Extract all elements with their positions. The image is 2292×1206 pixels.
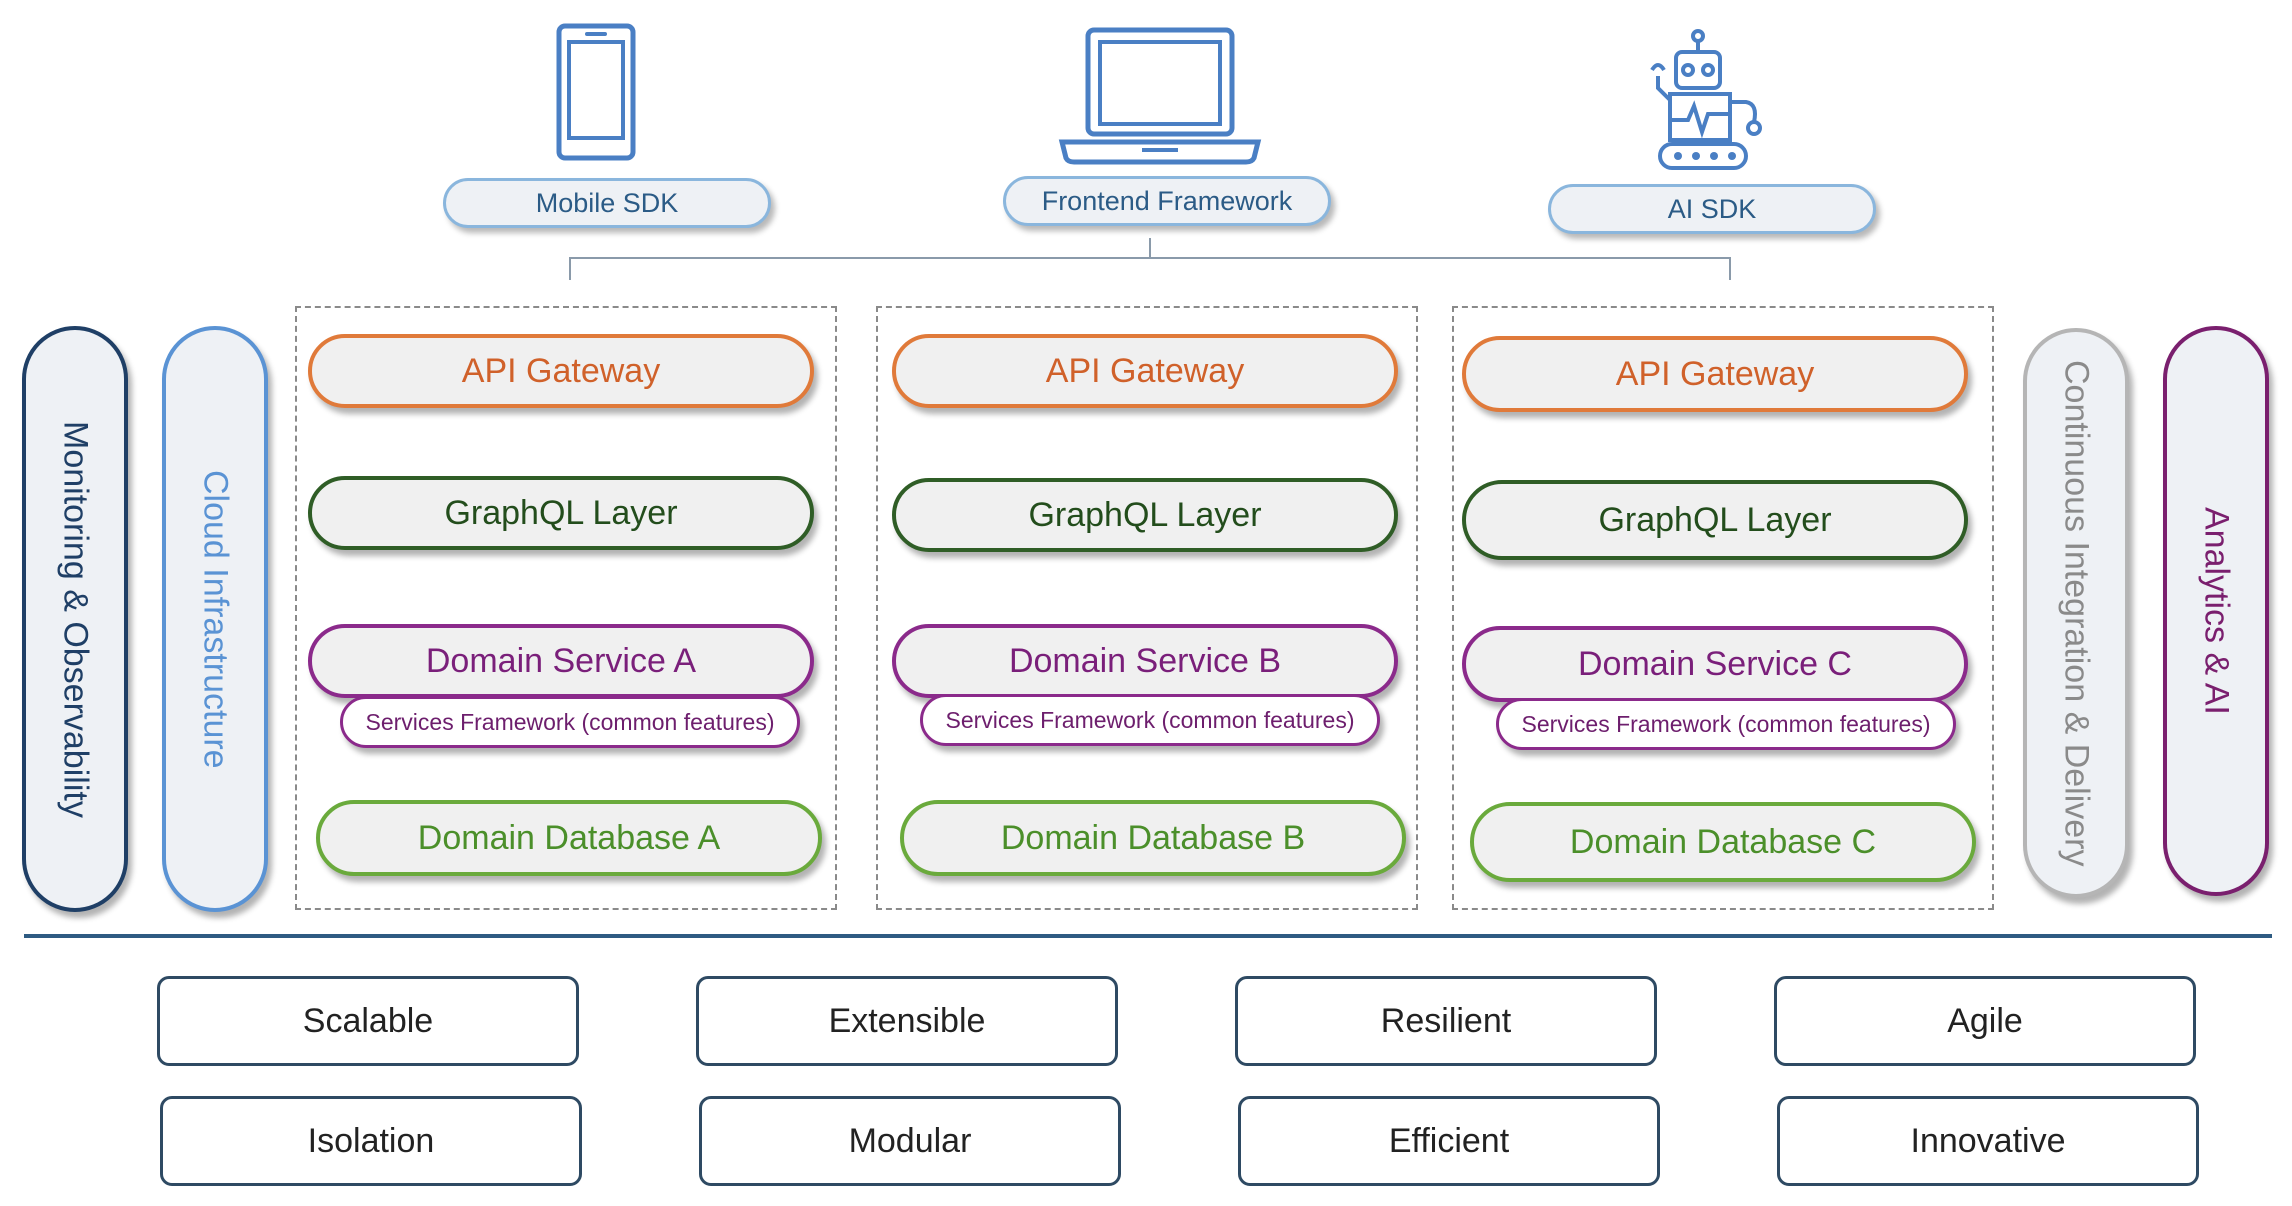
- monitoring-observability-pill: Monitoring & Observability: [22, 326, 128, 912]
- attribute-label: Modular: [848, 1121, 972, 1160]
- graphql-layer-b: GraphQL Layer: [892, 478, 1398, 552]
- attribute-label: Scalable: [302, 1001, 434, 1040]
- graphql-layer-label: GraphQL Layer: [1598, 500, 1832, 539]
- mobile-phone-icon: [556, 23, 636, 161]
- services-framework-b: Services Framework (common features): [920, 694, 1380, 746]
- attribute-scalable: Scalable: [157, 976, 579, 1066]
- domain-database-label: Domain Database C: [1569, 822, 1877, 861]
- attribute-label: Efficient: [1388, 1121, 1510, 1160]
- domain-service-b: Domain Service B: [892, 624, 1398, 698]
- attribute-modular: Modular: [699, 1096, 1121, 1186]
- domain-database-label: Domain Database A: [417, 818, 721, 857]
- attribute-label: Resilient: [1380, 1001, 1512, 1040]
- graphql-layer-c: GraphQL Layer: [1462, 480, 1968, 560]
- client-ai-sdk: AI SDK: [1548, 184, 1876, 234]
- graphql-layer-a: GraphQL Layer: [308, 476, 814, 550]
- client-label: AI SDK: [1667, 193, 1757, 224]
- attribute-extensible: Extensible: [696, 976, 1118, 1066]
- services-framework-a: Services Framework (common features): [340, 696, 800, 748]
- attribute-innovative: Innovative: [1777, 1096, 2199, 1186]
- domain-service-a: Domain Service A: [308, 624, 814, 698]
- client-frontend-framework: Frontend Framework: [1003, 176, 1331, 226]
- attribute-label: Innovative: [1910, 1121, 2066, 1160]
- domain-database-b: Domain Database B: [900, 800, 1406, 876]
- domain-database-a: Domain Database A: [316, 800, 822, 876]
- api-gateway-label: API Gateway: [1615, 354, 1815, 393]
- cloud-infrastructure-pill: Cloud Infrastructure: [162, 326, 268, 912]
- domain-database-c: Domain Database C: [1470, 802, 1976, 882]
- services-framework-label: Services Framework (common features): [1521, 710, 1931, 737]
- domain-column-a: [295, 306, 837, 910]
- domain-column-b: [876, 306, 1418, 910]
- section-divider: [24, 934, 2272, 938]
- side-label: Cloud Infrastructure: [196, 469, 235, 769]
- attribute-resilient: Resilient: [1235, 976, 1657, 1066]
- continuous-integration-delivery-pill: Continuous Integration & Delivery: [2023, 328, 2129, 898]
- attribute-agile: Agile: [1774, 976, 2196, 1066]
- client-label: Mobile SDK: [535, 187, 679, 218]
- api-gateway-c: API Gateway: [1462, 336, 1968, 412]
- domain-service-label: Domain Service A: [425, 641, 697, 680]
- api-gateway-label: API Gateway: [1045, 351, 1245, 390]
- api-gateway-b: API Gateway: [892, 334, 1398, 408]
- side-label: Continuous Integration & Delivery: [2057, 359, 2096, 867]
- attribute-label: Agile: [1947, 1001, 2023, 1040]
- graphql-layer-label: GraphQL Layer: [444, 493, 678, 532]
- api-gateway-a: API Gateway: [308, 334, 814, 408]
- side-label: Analytics & AI: [2197, 507, 2236, 715]
- side-label: Monitoring & Observability: [56, 420, 95, 818]
- client-connector: [569, 238, 1731, 280]
- domain-service-c: Domain Service C: [1462, 626, 1968, 702]
- laptop-icon: [1058, 27, 1262, 165]
- graphql-layer-label: GraphQL Layer: [1028, 495, 1262, 534]
- analytics-ai-pill: Analytics & AI: [2163, 326, 2269, 896]
- services-framework-c: Services Framework (common features): [1496, 698, 1956, 750]
- services-framework-label: Services Framework (common features): [945, 706, 1355, 733]
- api-gateway-label: API Gateway: [461, 351, 661, 390]
- domain-service-label: Domain Service B: [1008, 641, 1282, 680]
- domain-database-label: Domain Database B: [1000, 818, 1306, 857]
- attribute-isolation: Isolation: [160, 1096, 582, 1186]
- domain-column-c: [1452, 306, 1994, 910]
- services-framework-label: Services Framework (common features): [365, 708, 775, 735]
- client-mobile-sdk: Mobile SDK: [443, 178, 771, 228]
- client-label: Frontend Framework: [1041, 185, 1293, 216]
- robot-icon: [1650, 29, 1762, 170]
- attribute-label: Extensible: [828, 1001, 986, 1040]
- attribute-efficient: Efficient: [1238, 1096, 1660, 1186]
- attribute-label: Isolation: [307, 1121, 435, 1160]
- domain-service-label: Domain Service C: [1578, 644, 1852, 683]
